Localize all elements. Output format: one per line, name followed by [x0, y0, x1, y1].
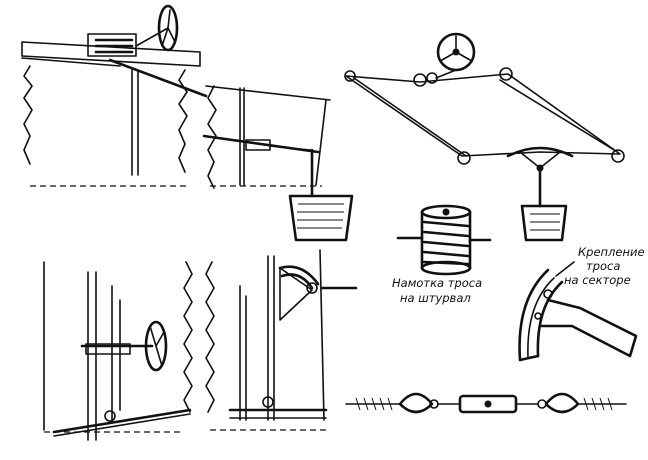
cable-sector-label-3: на секторе: [564, 273, 631, 287]
panel-transom-rudder: [202, 85, 354, 242]
steering-wheel-icon: [135, 4, 179, 52]
cable-sector-label-1: Крепление: [578, 245, 645, 259]
panel-cable-sector: Крепление троса на секторе: [518, 245, 645, 362]
layout-rudder-blade-icon: [520, 204, 568, 242]
sector-arc-icon: [518, 268, 638, 362]
panel-transom-quadrant: [205, 249, 358, 431]
panel-wheel-shaft: [43, 261, 193, 441]
panel-turnbuckle: [345, 392, 627, 414]
panel-cable-layout: [344, 32, 625, 242]
cable-drum-icon: [396, 204, 492, 276]
thimble-left-icon: [398, 392, 439, 414]
panel-cable-winding: Намотка троса на штурвал: [392, 204, 492, 305]
thimble-right-icon: [537, 392, 580, 414]
shaft-wheel-icon: [144, 320, 168, 372]
rudder-blade-icon: [288, 194, 354, 242]
panel-deck-wheel: [21, 4, 208, 187]
cable-sector-label-2: троса: [586, 259, 620, 273]
layout-steering-wheel-icon: [435, 32, 476, 79]
turnbuckle-icon: [458, 394, 518, 414]
cable-winding-label-1: Намотка троса: [392, 276, 482, 290]
cable-winding-label-2: на штурвал: [400, 291, 471, 305]
quadrant-icon: [278, 265, 320, 321]
